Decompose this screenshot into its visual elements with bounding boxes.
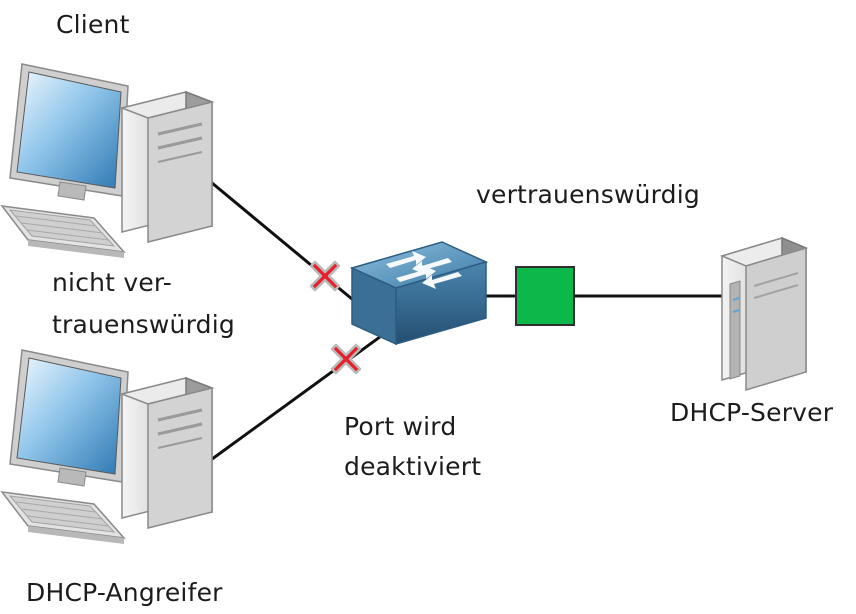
network-switch-icon xyxy=(349,241,489,346)
server-tower-icon xyxy=(719,236,809,392)
trusted-label: vertrauenswürdig xyxy=(476,180,700,209)
attacker-label: DHCP-Angreifer xyxy=(26,578,223,607)
untrusted-label-line2: trauenswürdig xyxy=(52,310,235,339)
port-label-line1: Port wird xyxy=(344,412,457,441)
port-label-line2: deaktiviert xyxy=(344,452,482,481)
server-label: DHCP-Server xyxy=(670,398,834,427)
client-label: Client xyxy=(56,10,130,39)
client-computer-icon xyxy=(0,62,214,260)
blocked-untrusted-x-icon xyxy=(309,260,341,292)
blocked-attacker-x-icon xyxy=(330,343,362,375)
attacker-computer-icon xyxy=(0,348,214,546)
trusted-port-square xyxy=(515,266,575,326)
untrusted-label-line1: nicht ver- xyxy=(52,268,173,297)
